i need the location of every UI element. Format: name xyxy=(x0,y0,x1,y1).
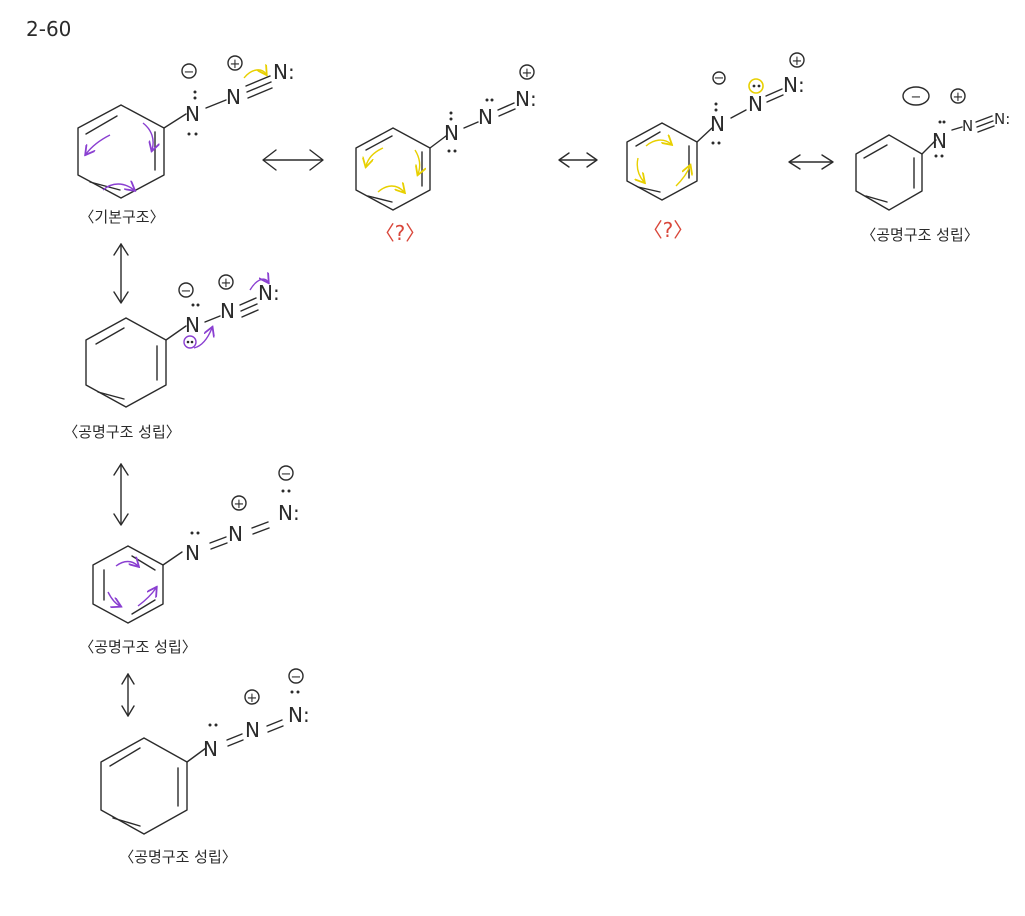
svg-text:−: − xyxy=(714,71,725,86)
label-valid: 〈공명구조 성립〉 xyxy=(79,638,197,656)
atom-n2: N xyxy=(478,105,493,129)
electron-arrow xyxy=(249,279,268,291)
svg-text:+: + xyxy=(792,54,803,69)
atom-n1: N xyxy=(185,313,200,337)
atom-n3: N: xyxy=(258,281,280,305)
resonance-arrow-vertical xyxy=(121,673,135,717)
label-valid: 〈공명구조 성립〉 xyxy=(63,423,181,441)
atom-n1: N xyxy=(710,112,725,136)
resonance-arrow-vertical xyxy=(113,243,129,304)
atom-n1: N xyxy=(444,121,459,145)
positive-charge-icon xyxy=(227,55,243,71)
atom-n3: N: xyxy=(288,703,310,727)
electron-arrow xyxy=(102,184,134,190)
label-question: 〈?〉 xyxy=(375,221,426,245)
label-valid: 〈공명구조 성립〉 xyxy=(119,848,237,866)
label-valid: 〈공명구조 성립〉 xyxy=(861,226,979,244)
svg-text:+: + xyxy=(247,691,258,706)
structure-valid-1: N N N: − + 〈공명구조 성립〉 xyxy=(855,86,1010,244)
positive-charge-icon xyxy=(231,495,247,511)
negative-charge-icon xyxy=(902,86,930,106)
atom-n1: N xyxy=(185,102,200,126)
positive-charge-icon xyxy=(519,64,535,80)
ring-n-bond xyxy=(163,113,187,129)
problem-number: 2-60 xyxy=(26,17,71,41)
atom-n2: N xyxy=(245,718,260,742)
negative-charge-icon xyxy=(288,668,304,684)
electron-arrow xyxy=(115,562,138,567)
lone-pair-highlight xyxy=(183,335,197,349)
svg-text:−: − xyxy=(911,90,922,105)
positive-charge-icon xyxy=(789,52,805,68)
atom-n3: N: xyxy=(515,87,537,111)
svg-text:+: + xyxy=(522,66,533,81)
resonance-arrow xyxy=(558,152,598,168)
electron-arrow xyxy=(637,157,644,182)
electron-arrow xyxy=(243,70,266,79)
electron-arrow xyxy=(193,328,212,349)
electron-arrow xyxy=(86,134,111,154)
svg-text:+: + xyxy=(221,276,232,291)
atom-n2: N xyxy=(748,92,763,116)
electron-arrow xyxy=(366,147,384,166)
atom-n2: N xyxy=(962,117,973,135)
svg-text:+: + xyxy=(953,90,964,105)
ring-double-bond xyxy=(89,181,121,191)
electron-arrow xyxy=(377,186,404,192)
negative-charge-icon xyxy=(712,71,726,85)
atom-n3: N: xyxy=(273,60,295,84)
electron-arrow xyxy=(137,588,156,607)
resonance-arrow xyxy=(262,149,324,171)
negative-charge-icon xyxy=(181,63,197,79)
positive-charge-icon xyxy=(244,689,260,705)
resonance-arrow-vertical xyxy=(113,463,129,526)
atom-n3: N: xyxy=(994,110,1010,128)
svg-text:−: − xyxy=(181,284,192,299)
positive-charge-icon xyxy=(950,88,966,104)
structure-question-1: N N N: + 〈?〉 xyxy=(355,64,537,245)
lone-pair-highlight xyxy=(748,78,764,94)
label-basic: 〈기본구조〉 xyxy=(79,208,164,226)
n-n-single-bond xyxy=(205,99,227,109)
structure-question-2: N N N: − + 〈?〉 xyxy=(626,52,805,242)
atom-n3: N: xyxy=(278,501,300,525)
benzene-ring xyxy=(85,317,167,408)
negative-charge-icon xyxy=(178,282,194,298)
negative-charge-icon xyxy=(278,465,294,481)
svg-text:−: − xyxy=(184,65,195,80)
atom-n2: N xyxy=(228,522,243,546)
benzene-ring xyxy=(855,134,923,211)
electron-arrow xyxy=(645,140,671,147)
svg-text:−: − xyxy=(281,467,292,482)
electron-arrow xyxy=(414,149,420,174)
benzene-ring xyxy=(100,737,188,835)
structure-valid-3: N N N: + − 〈공명구조 성립〉 xyxy=(79,465,300,656)
electron-arrow xyxy=(107,591,120,606)
atom-n2: N xyxy=(220,299,235,323)
structure-valid-4: N N N: + − 〈공명구조 성립〉 xyxy=(100,668,310,866)
svg-text:+: + xyxy=(230,57,241,72)
positive-charge-icon xyxy=(218,274,234,290)
structure-basic: N N N: − + 〈기본구조〉 xyxy=(77,55,295,226)
svg-text:−: − xyxy=(291,670,302,685)
atom-n3: N: xyxy=(783,73,805,97)
structure-valid-2: N N N: − + 〈공명구조 성립〉 xyxy=(63,274,280,441)
atom-n1: N xyxy=(185,541,200,565)
resonance-arrow xyxy=(788,154,834,170)
atom-n1: N xyxy=(932,129,947,153)
ring-double-bond xyxy=(85,115,118,135)
svg-text:+: + xyxy=(234,497,245,512)
label-question: 〈?〉 xyxy=(643,218,694,242)
electron-arrow xyxy=(675,166,690,187)
atom-n2: N xyxy=(226,85,241,109)
atom-n1: N xyxy=(203,737,218,761)
electron-arrow xyxy=(142,122,153,150)
